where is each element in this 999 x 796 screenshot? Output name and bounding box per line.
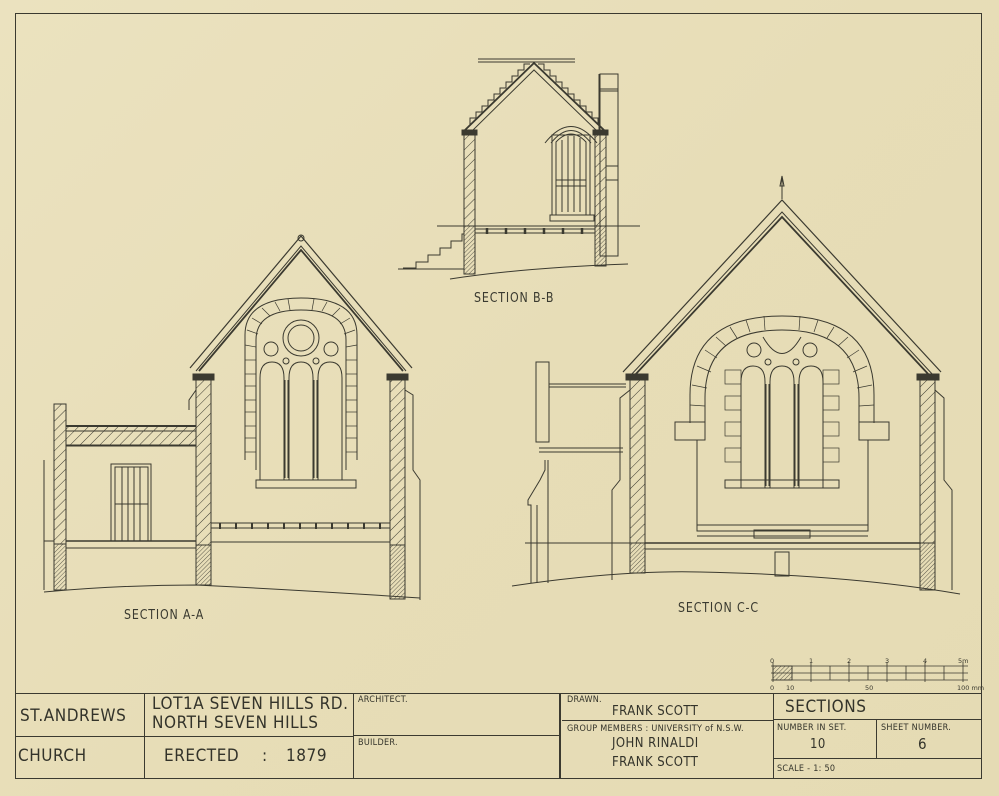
drawn-value: FRANK SCOTT (612, 704, 699, 719)
svg-text:1: 1 (809, 657, 813, 665)
address-line2: NORTH SEVEN HILLS (152, 713, 319, 733)
sheet-info-cell (774, 693, 982, 779)
builder-label: BUILDER. (358, 738, 398, 748)
architect-label: ARCHITECT. (358, 695, 408, 705)
number-in-set-value: 10 (810, 737, 826, 752)
group-members-label: GROUP MEMBERS : UNIVERSITY of N.S.W. (567, 724, 744, 734)
scale-label: SCALE - 1: 50 (777, 764, 836, 774)
svg-text:5m: 5m (958, 657, 968, 665)
svg-text:50: 50 (865, 684, 873, 692)
drawn-by-cell (562, 693, 774, 779)
erected-label: ERECTED (164, 746, 240, 766)
svg-text:100 mm: 100 mm (957, 684, 984, 692)
section-b-b-drawing (398, 58, 640, 280)
sheet-number-value: 6 (918, 735, 928, 753)
section-c-c-drawing (511, 175, 961, 595)
drawn-label: DRAWN. (567, 695, 602, 705)
title-block-divider (876, 719, 877, 758)
section-a-a-drawing (43, 234, 421, 600)
svg-text:4: 4 (923, 657, 927, 665)
group-member-1: JOHN RINALDI (612, 736, 699, 751)
architect-builder-cell (354, 693, 561, 779)
title-block-divider (145, 736, 354, 737)
number-in-set-label: NUMBER IN SET. (777, 723, 847, 733)
title-block-divider (774, 719, 982, 720)
section-b-b-label: SECTION B-B (474, 291, 555, 306)
scale-tick-0m: 0 (770, 657, 774, 665)
title-block-divider (354, 735, 561, 736)
svg-text:3: 3 (885, 657, 889, 665)
section-c-c-label: SECTION C-C (678, 601, 759, 616)
erected-separator: : (262, 746, 268, 766)
building-name-line2: CHURCH (18, 746, 87, 766)
sheet-number-label: SHEET NUMBER. (881, 723, 952, 733)
erected-year: 1879 (286, 746, 328, 766)
sheet-border (15, 13, 982, 779)
building-name-line1: ST.ANDREWS (20, 706, 127, 726)
svg-text:10: 10 (786, 684, 794, 692)
section-a-a-label: SECTION A-A (124, 608, 205, 623)
svg-text:2: 2 (847, 657, 851, 665)
scale-bar-graphic (771, 662, 968, 682)
sheet-title: SECTIONS (785, 697, 867, 717)
title-block-divider (15, 736, 145, 737)
title-block-divider (774, 758, 982, 759)
svg-text:0: 0 (770, 684, 774, 692)
title-block-divider (562, 720, 774, 721)
address-line1: LOT1A SEVEN HILLS RD. (152, 694, 349, 714)
group-member-2: FRANK SCOTT (612, 755, 699, 770)
